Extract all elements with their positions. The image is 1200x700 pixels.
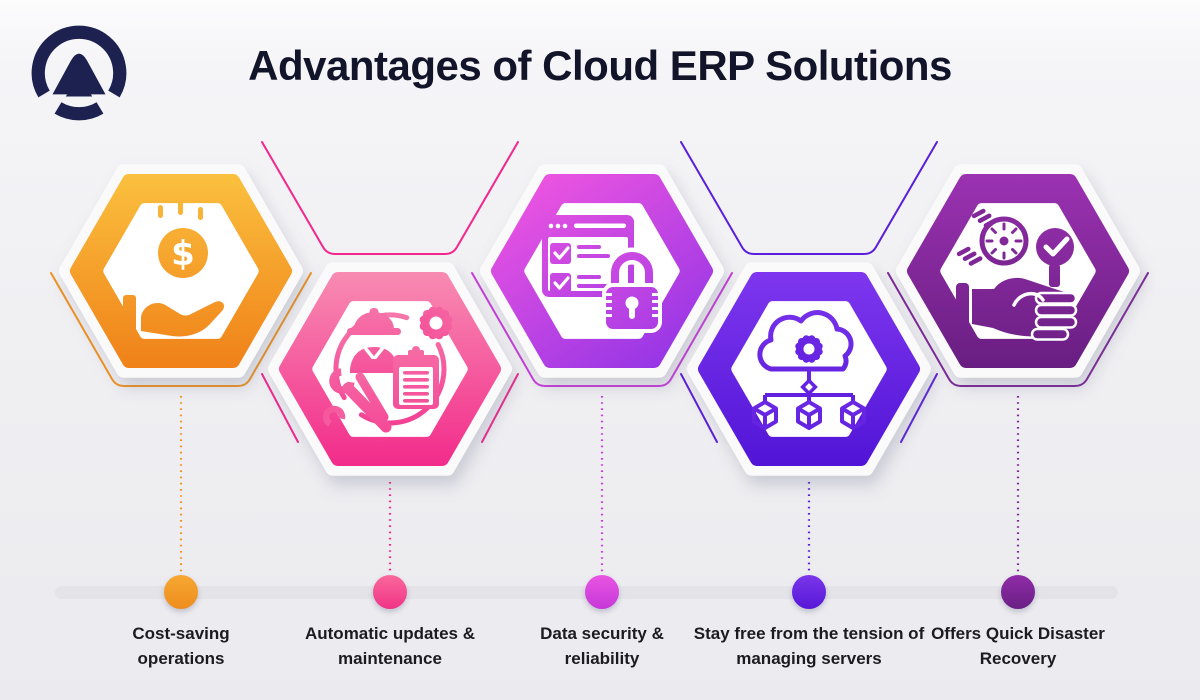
hexagon-item-1: $ <box>67 172 296 370</box>
gear-icon <box>419 306 453 340</box>
hexagon-item-3 <box>488 172 717 370</box>
item-label-4: Stay free from the tension of managing s… <box>693 624 925 668</box>
item-label-3: Data security & reliability <box>540 624 664 668</box>
money-in-hand-icon: $ <box>123 198 225 338</box>
trace-under-hex-1 <box>50 272 312 387</box>
page-title: Advantages of Cloud ERP Solutions <box>248 42 952 89</box>
hexagon-item-5 <box>904 172 1133 370</box>
trace-stubs-hex-4 <box>680 373 938 443</box>
logo-ring <box>31 25 127 121</box>
trace-stubs-hex-2 <box>261 373 519 443</box>
circle-mountain-logo <box>26 20 132 126</box>
hexagon-item-2 <box>276 270 505 468</box>
quick-recovery-hand-icon <box>956 208 1078 341</box>
item-label-5: Offers Quick Disaster Recovery <box>931 624 1105 668</box>
hexagon-item-4 <box>695 270 924 468</box>
logo-svg <box>31 25 127 121</box>
cloud-server-network-icon <box>752 310 866 430</box>
stopwatch-icon <box>979 216 1029 266</box>
item-label-1: Cost-saving operations <box>132 624 230 668</box>
trace-over-hex-4 <box>680 141 938 255</box>
logo-mountain <box>52 53 106 97</box>
padlock-icon <box>602 247 662 333</box>
timeline-dot-1 <box>164 575 198 609</box>
check-circle-icon <box>1036 228 1074 266</box>
worker-maintenance-icon <box>322 306 453 433</box>
timeline-dot-2 <box>373 575 407 609</box>
trace-lines <box>50 141 1149 443</box>
dollar-glyph: $ <box>171 234 195 274</box>
item-label-2: Automatic updates & maintenance <box>304 624 476 668</box>
timeline-dot-5 <box>1001 575 1035 609</box>
trace-under-hex-5 <box>887 272 1149 387</box>
secure-checklist-lock-icon <box>542 215 662 333</box>
timeline-dot-4 <box>792 575 826 609</box>
gear-icon <box>795 335 823 363</box>
trace-over-hex-2 <box>261 141 519 255</box>
dotted-connectors <box>179 396 1020 572</box>
timeline-dots <box>164 575 1035 609</box>
timeline-dot-3 <box>585 575 619 609</box>
trace-under-hex-3 <box>471 272 733 387</box>
wrench-icon <box>322 368 392 433</box>
